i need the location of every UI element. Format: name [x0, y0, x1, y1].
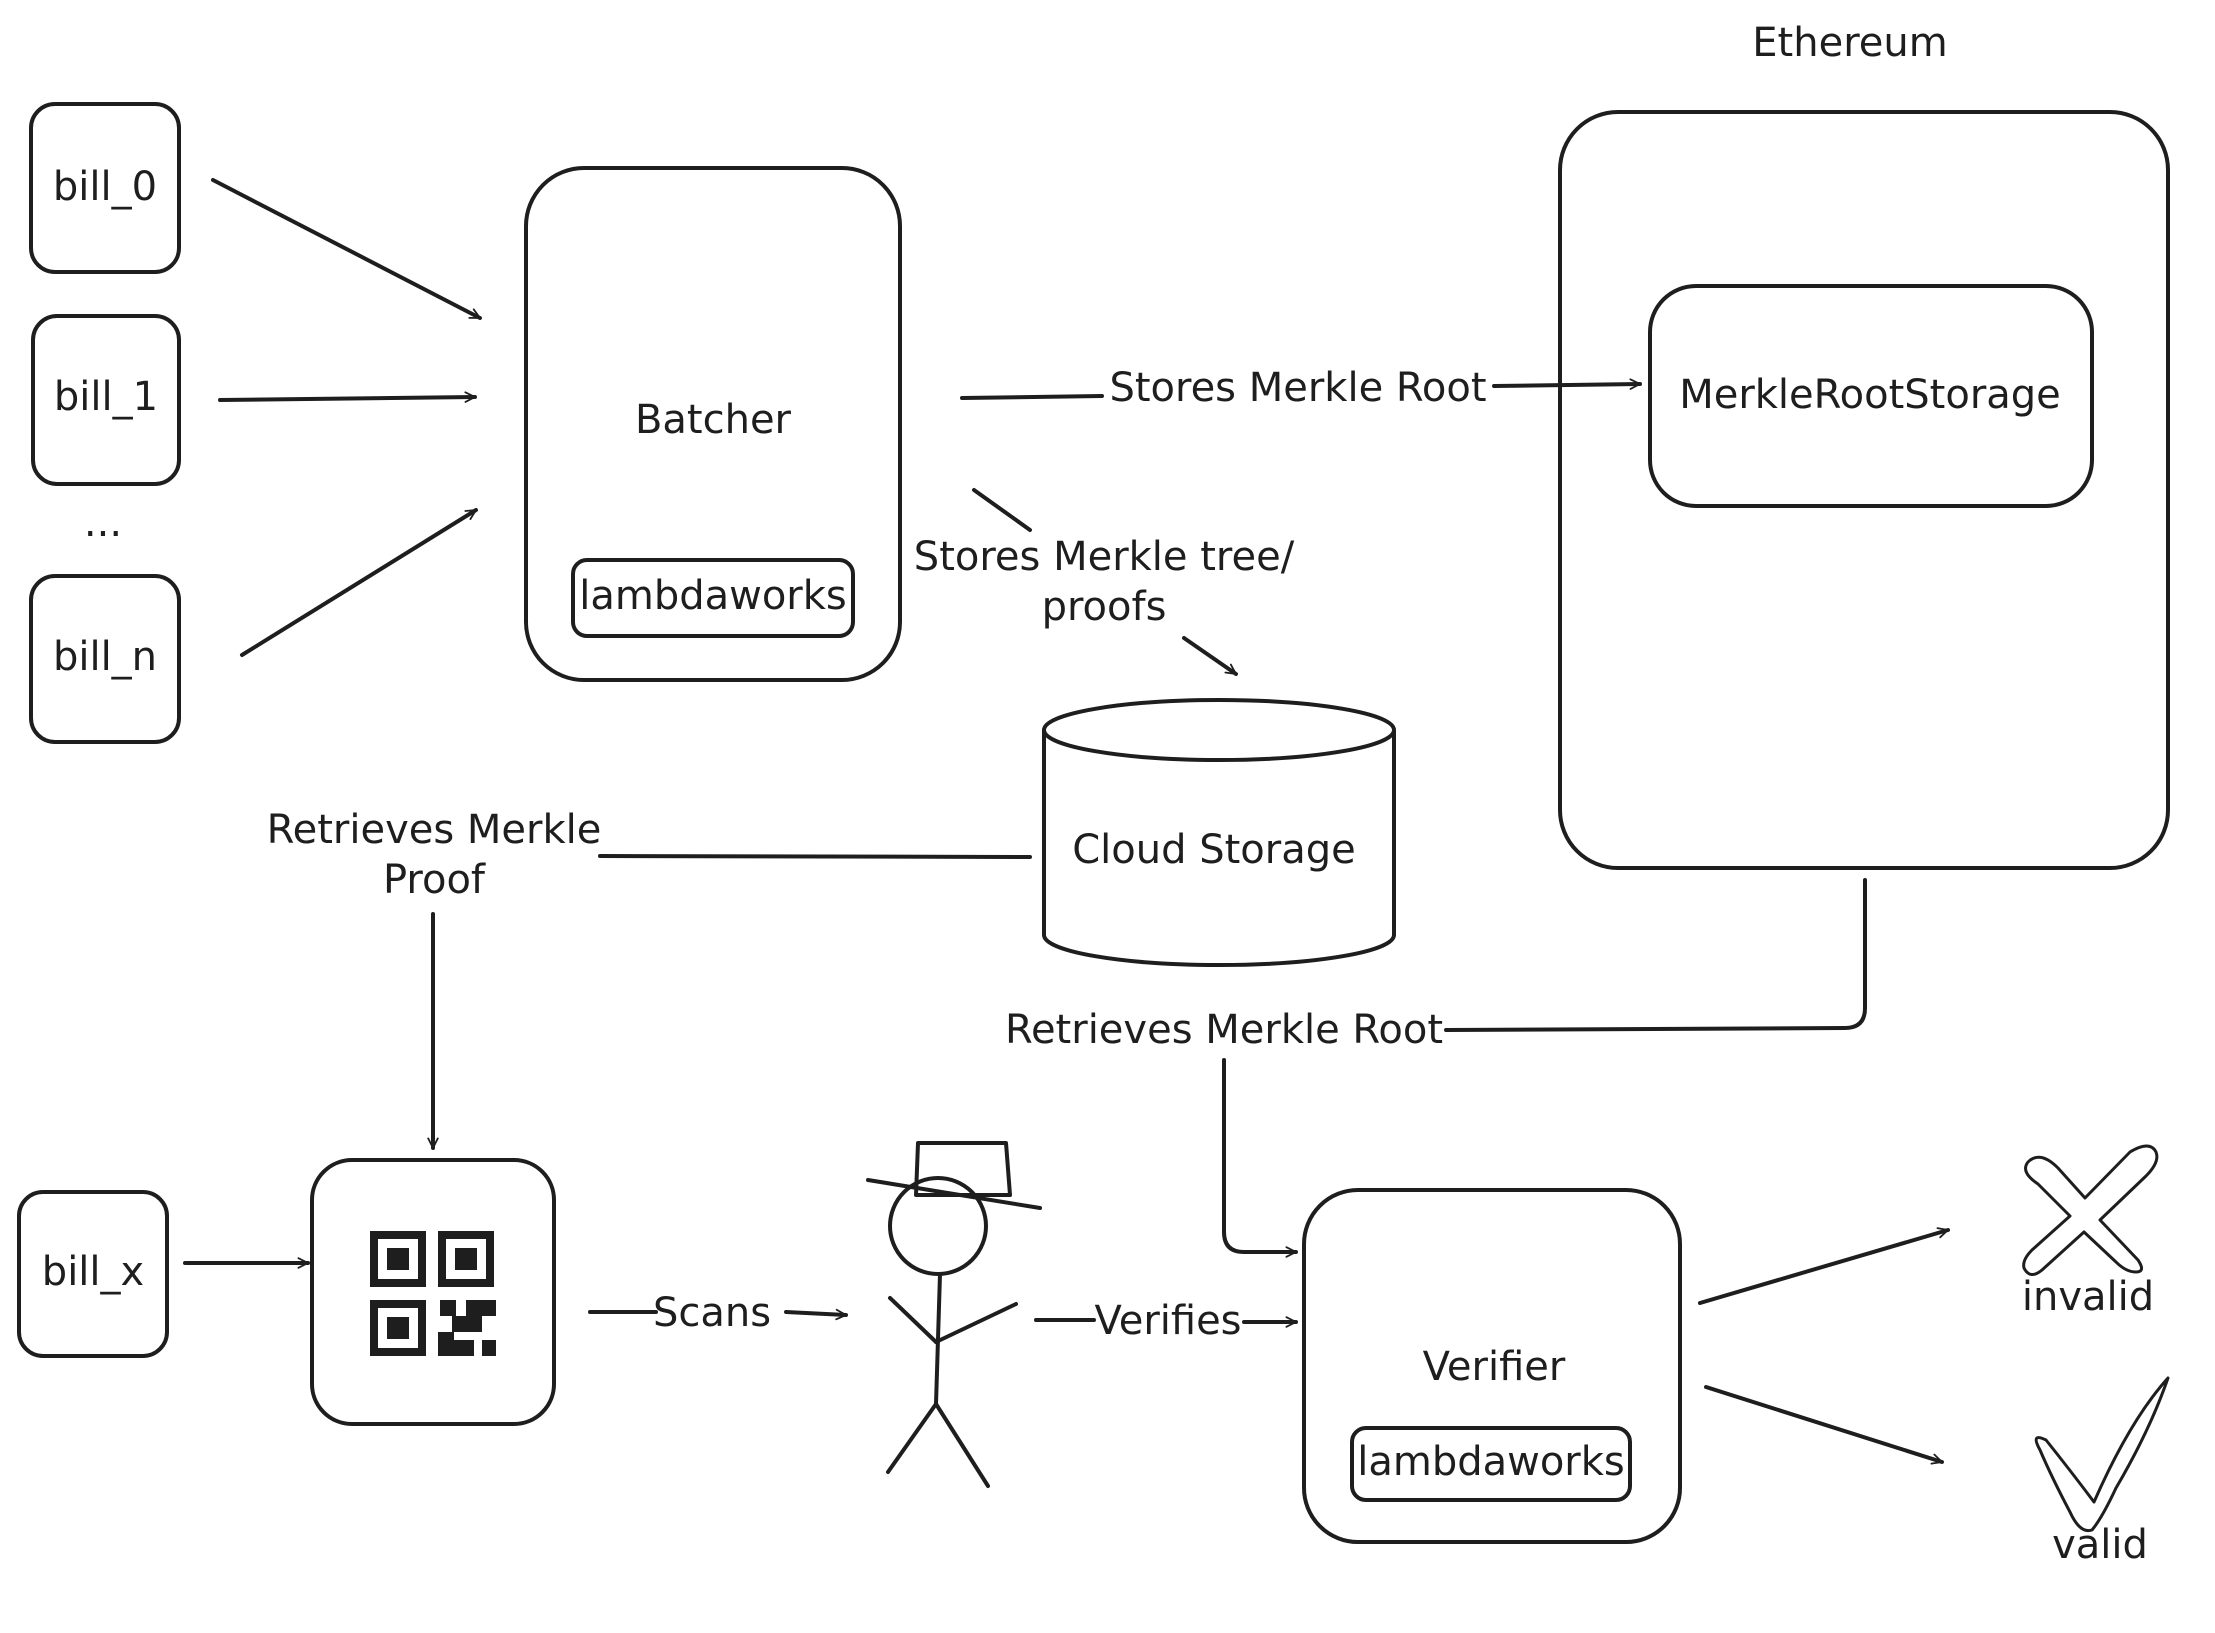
verifies-label: Verifies — [1094, 1298, 1241, 1344]
batcher-label: Batcher — [635, 397, 792, 443]
invalid-label: invalid — [2022, 1274, 2154, 1320]
ethereum-container — [1558, 110, 2170, 870]
merkle-root-storage-node: MerkleRootStorage — [1648, 284, 2094, 508]
edge-ethereum-to-retrieve-root — [1444, 878, 1867, 1032]
edge-batcher-to-label-root — [960, 394, 1104, 400]
verifier-label: Verifier — [1423, 1344, 1566, 1390]
arrow-to-verifier-from-root — [1222, 1058, 1298, 1258]
arrow-to-cloud-storage — [1182, 636, 1238, 676]
retrieves-root-label: Retrieves Merkle Root — [1005, 1007, 1443, 1053]
bill-0-label: bill_0 — [53, 164, 157, 210]
bill-n-node: bill_n — [29, 574, 181, 744]
bill-0-node: bill_0 — [29, 102, 181, 274]
batcher-node: Batcher lambdaworks — [524, 166, 902, 682]
qr-node — [310, 1158, 556, 1426]
bill-x-label: bill_x — [42, 1249, 144, 1295]
merkle-root-storage-label: MerkleRootStorage — [1679, 372, 2061, 418]
bills-ellipsis: ... — [84, 500, 122, 546]
bill-n-label: bill_n — [53, 634, 157, 680]
ethereum-label: Ethereum — [1752, 20, 1947, 66]
batcher-lambdaworks-box — [571, 558, 855, 638]
arrow-verifier-to-valid — [1704, 1385, 1944, 1465]
valid-label: valid — [2052, 1522, 2148, 1568]
verifier-node: Verifier lambdaworks — [1302, 1188, 1682, 1544]
verifier-lambdaworks-box — [1350, 1426, 1632, 1502]
verifier-lambdaworks-label: lambdaworks — [1357, 1439, 1625, 1485]
stores-tree-label-line1: Stores Merkle tree/ — [914, 534, 1295, 580]
check-icon — [2034, 1376, 2170, 1533]
arrow-bill0-to-batcher — [211, 178, 482, 320]
arrow-bill1-to-batcher — [218, 391, 477, 403]
arrow-scans-to-person — [784, 1308, 848, 1321]
arrow-to-merkle-root-storage — [1492, 378, 1642, 390]
scans-label: Scans — [653, 1290, 771, 1336]
cloud-storage-label: Cloud Storage — [1072, 827, 1355, 873]
bill-x-node: bill_x — [17, 1190, 169, 1358]
person-with-hat-icon — [866, 1141, 1042, 1488]
bill-1-label: bill_1 — [54, 374, 158, 420]
retrieves-proof-label-line2: Proof — [383, 857, 486, 903]
stores-merkle-root-label: Stores Merkle Root — [1109, 365, 1486, 411]
qr-code-icon — [370, 1231, 496, 1356]
cross-icon — [2022, 1144, 2159, 1276]
arrow-verifier-to-invalid — [1698, 1227, 1950, 1305]
edge-batcher-to-label-tree — [972, 488, 1032, 532]
bill-1-node: bill_1 — [31, 314, 181, 486]
stores-tree-label-line2: proofs — [1042, 584, 1167, 630]
edge-cloud-to-retrieve-proof — [598, 854, 1032, 859]
batcher-lambdaworks-label: lambdaworks — [579, 573, 847, 619]
arrow-billn-to-batcher — [240, 508, 478, 657]
retrieves-proof-label-line1: Retrieves Merkle — [267, 807, 602, 853]
cloud-storage-node: Cloud Storage — [1042, 698, 1396, 967]
